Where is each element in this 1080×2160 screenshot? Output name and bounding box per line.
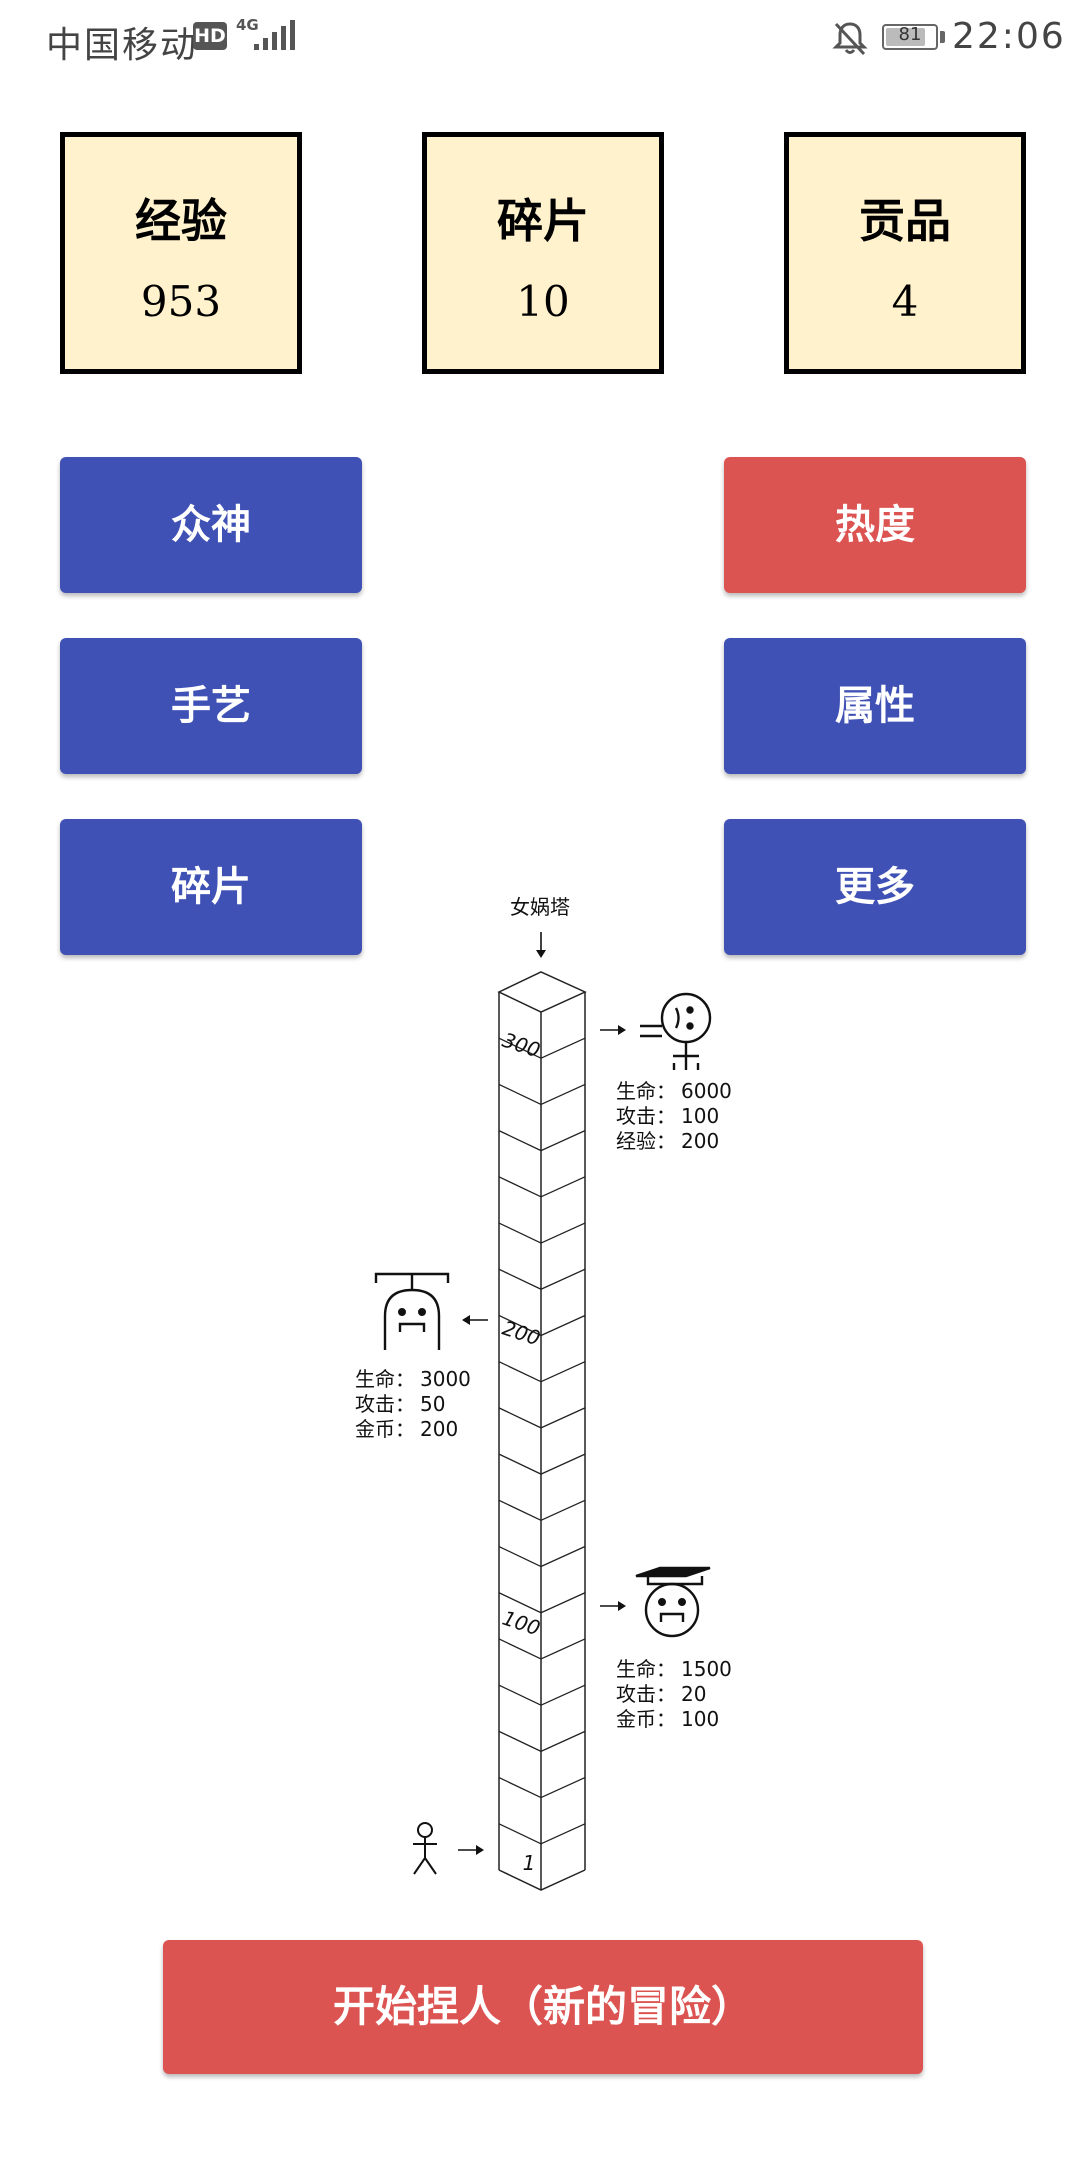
bun-face-monster-icon [640,992,712,1070]
tower-floor-line [498,1268,586,1290]
notifications-off-icon [832,22,868,56]
enemy-100-atk-label: 攻击： [616,1682,676,1706]
fragments-button[interactable]: 碎片 [60,819,362,955]
propeller-face-monster-icon [374,1272,450,1350]
enemy-300-exp-value: 200 [681,1129,719,1153]
tower-floor-line [498,1592,586,1614]
network-type: 4G [236,16,259,34]
tower-floor-line [498,1499,586,1522]
exp-card: 经验 953 [60,132,302,374]
arrow-right-icon [458,1845,484,1855]
battery-tip [940,31,945,43]
floor-label-1: 1 [523,1851,536,1875]
exp-value: 953 [140,277,222,326]
enemy-100-hp-value: 1500 [681,1657,732,1681]
tower-floor-line [498,1083,586,1106]
enemy-300-hp-value: 6000 [681,1079,732,1103]
enemy-200-atk-label: 攻击： [355,1392,415,1416]
more-button[interactable]: 更多 [724,819,1026,955]
tower-title: 女娲塔 [510,895,570,919]
tower-floor-line [498,1638,586,1660]
battery-fill [886,28,925,46]
tower-floor-line [498,1130,586,1152]
start-adventure-button[interactable]: 开始捏人（新的冒险） [163,1940,923,2074]
arrow-left-icon [462,1315,488,1325]
stick-figure-icon [413,1822,437,1875]
status-bar: 中国移动 HD 4G 81 22:06 [0,0,1080,76]
hd-badge: HD [193,22,227,50]
signal-icon [254,20,295,50]
enemy-300-atk-value: 100 [681,1104,719,1128]
enemy-200-gold-value: 200 [420,1417,458,1441]
tribute-value: 4 [891,277,919,326]
enemy-300-atk-label: 攻击： [616,1104,676,1128]
tower-top [497,971,587,1013]
scholar-cap-monster-icon [635,1566,711,1638]
arrow-down-icon [536,932,546,958]
enemy-100-gold-label: 金币： [616,1707,676,1731]
enemy-100-atk-value: 20 [681,1682,706,1706]
heat-button[interactable]: 热度 [724,457,1026,593]
clock: 22:06 [952,16,1066,57]
gods-button[interactable]: 众神 [60,457,362,593]
enemy-200-hp-label: 生命： [355,1367,415,1391]
enemy-100-hp-label: 生命： [616,1657,676,1681]
tower-floor-line [498,1545,586,1568]
arrow-right-icon [600,1025,626,1035]
floor-label-200: 200 [499,1316,543,1351]
fragment-label: 碎片 [497,194,589,248]
floor-label-300: 300 [499,1028,543,1063]
tower-floor-line [498,1361,586,1383]
tribute-label: 贡品 [859,194,951,248]
tower-floor-line [498,1730,586,1753]
enemy-300-hp-label: 生命： [616,1079,676,1103]
carrier-name: 中国移动 [46,25,199,66]
battery-level: 81 [898,24,922,45]
tower-floor-line [498,1314,586,1337]
tower-floor-line [498,1222,586,1244]
tribute-card: 贡品 4 [784,132,1026,374]
tower-floor-line [498,1407,586,1429]
enemy-200-gold-label: 金币： [355,1417,415,1441]
exp-label: 经验 [135,194,227,248]
tower-floor-line [498,1776,586,1799]
enemy-300-exp-label: 经验： [616,1129,676,1153]
enemy-200-hp-value: 3000 [420,1367,471,1391]
attributes-button[interactable]: 属性 [724,638,1026,774]
craft-button[interactable]: 手艺 [60,638,362,774]
tower-floor-line [498,1684,586,1706]
enemy-200-atk-value: 50 [420,1392,445,1416]
tower-floor-line [498,1176,586,1198]
battery-icon: 81 [882,24,938,50]
arrow-right-icon [600,1601,626,1611]
tower-floor-line [498,1037,586,1059]
fragment-card: 碎片 10 [422,132,664,374]
tower-diagram: 女娲塔 300 200 100 1 生命： 6000 攻击： 100 经验： 2… [355,895,732,1891]
fragment-value: 10 [516,277,570,326]
tower-floor-line [498,1823,586,1845]
tower-body [498,992,586,1891]
enemy-100-gold-value: 100 [681,1707,719,1731]
tower-floor-line [498,1453,586,1475]
